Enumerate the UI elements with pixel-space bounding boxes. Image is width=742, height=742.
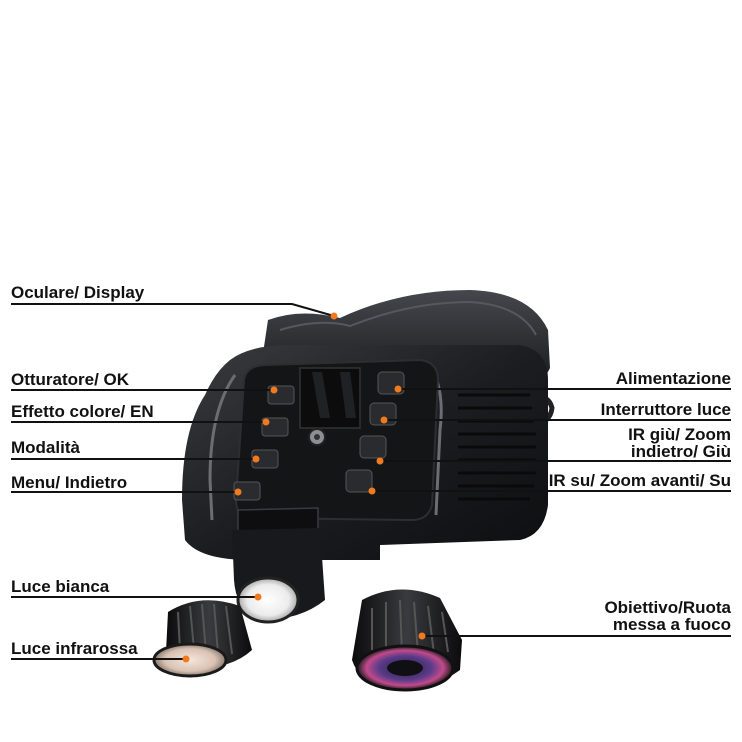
label-eyepiece: Oculare/ Display [11, 283, 145, 302]
pointer-dot-white-light [254, 593, 262, 601]
white-light-lamp [236, 576, 300, 624]
plus-icon [345, 469, 373, 493]
label-lens-focus-line-2: messa a fuoco [612, 615, 731, 634]
label-ir-down-line-2: indietro/ Giù [630, 442, 731, 461]
label-shutter: Otturatore/ OK [11, 370, 130, 389]
label-infrared-light: Luce infrarossa [11, 639, 138, 658]
pointer-dot-eyepiece [330, 312, 338, 320]
label-color-effect: Effetto colore/ EN [11, 402, 154, 421]
label-ir-up-line-1: IR su/ Zoom avanti/ Su [548, 471, 731, 490]
label-ir-up: IR su/ Zoom avanti/ Su [549, 472, 731, 489]
label-light-switch-line-1: Interruttore luce [600, 400, 731, 419]
leader-line-eyepiece [11, 303, 335, 317]
minus-icon [359, 435, 387, 459]
label-power: Alimentazione [616, 370, 731, 387]
pointer-dot-ir-down [376, 457, 384, 465]
ir-barrel [152, 600, 252, 678]
pointer-dot-mode [252, 455, 260, 463]
pointer-dot-infrared-light [182, 655, 190, 663]
label-light-switch: Interruttore luce [601, 401, 731, 418]
right-buttons [345, 371, 405, 493]
pointer-dot-lens-focus [418, 632, 426, 640]
pointer-dot-shutter [270, 386, 278, 394]
label-menu: Menu/ Indietro [11, 473, 128, 492]
pointer-dot-light-switch [380, 416, 388, 424]
pointer-dot-color-effect [262, 418, 270, 426]
objective-barrel [352, 589, 462, 692]
label-lens-focus-line-1: Obiettivo/Ruota [604, 598, 731, 617]
label-mode: Modalità [11, 438, 80, 457]
pointer-dot-power [394, 385, 402, 393]
pointer-dot-ir-up [368, 487, 376, 495]
label-ir-down: IR giù/ Zoom indietro/ Giù [628, 426, 731, 460]
pointer-dot-menu [234, 488, 242, 496]
label-lens-focus: Obiettivo/Ruota messa a fuoco [604, 599, 731, 633]
label-power-line-1: Alimentazione [615, 369, 731, 388]
label-white-light: Luce bianca [11, 577, 110, 596]
label-ir-down-line-1: IR giù/ Zoom [628, 425, 731, 444]
